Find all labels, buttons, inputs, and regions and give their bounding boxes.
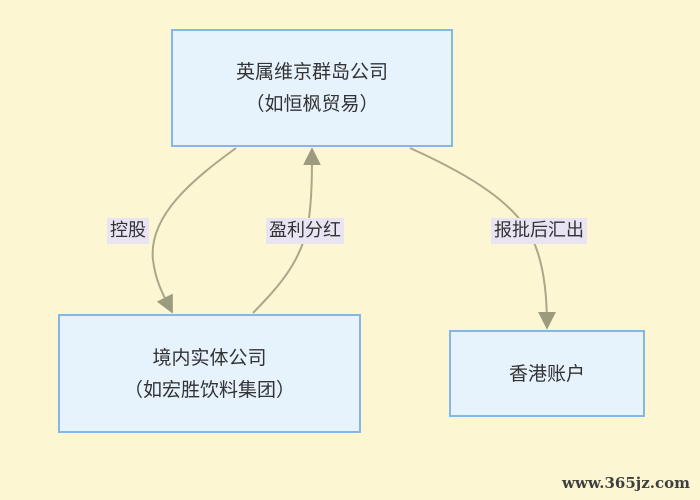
node-domestic-entity: 境内实体公司 （如宏胜饮料集团） xyxy=(58,314,361,433)
edge-label-control: 控股 xyxy=(107,218,149,244)
node-hk-account: 香港账户 xyxy=(449,330,645,417)
node-domestic-title: 境内实体公司 xyxy=(152,346,267,369)
node-hk-title: 香港账户 xyxy=(508,362,585,385)
node-domestic-subtitle: （如宏胜饮料集团） xyxy=(123,378,295,401)
node-bvi-company: 英属维京群岛公司 （如恒枫贸易） xyxy=(171,29,453,147)
node-bvi-title: 英属维京群岛公司 xyxy=(235,61,388,83)
edge-control xyxy=(151,147,237,314)
edge-label-profit: 盈利分红 xyxy=(266,218,344,244)
node-bvi-subtitle: （如恒枫贸易） xyxy=(245,93,379,115)
watermark: www.365jz.com xyxy=(562,474,690,492)
edge-label-remit: 报批后汇出 xyxy=(491,218,587,244)
